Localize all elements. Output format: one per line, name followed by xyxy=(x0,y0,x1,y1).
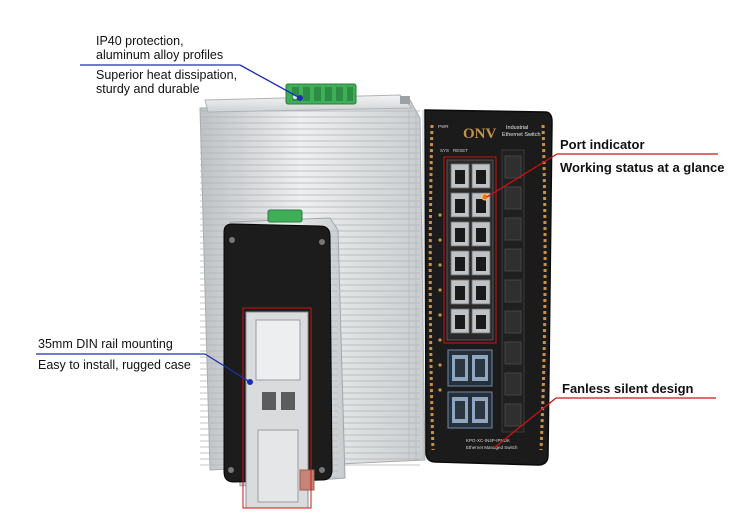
callout-ip40-line1: IP40 protection, xyxy=(96,34,184,48)
device-type-line2: Ethernet Switch xyxy=(502,132,541,138)
model-line2: Ethernet Managed Switch xyxy=(466,445,518,450)
device-type-line1: Industrial xyxy=(506,125,528,131)
power-terminal-block xyxy=(285,83,357,105)
din-rail-clip xyxy=(245,311,315,509)
callout-din-rail-subtitle: Easy to install, rugged case xyxy=(38,358,191,372)
callout-port-indicator-subtitle: Working status at a glance xyxy=(560,160,725,175)
rj45-port-group xyxy=(446,159,494,341)
ground-screw xyxy=(400,96,410,104)
callout-port-indicator-title: Port indicator xyxy=(560,137,645,152)
din-rail-highlight xyxy=(242,307,312,509)
callout-ip40-line2: aluminum alloy profiles xyxy=(96,48,224,62)
callout-din-rail-title: 35mm DIN rail mounting xyxy=(38,337,173,351)
power-label: PWR xyxy=(438,124,449,129)
brand-logo: ONV xyxy=(463,126,497,142)
right-port-column xyxy=(501,149,525,433)
port-indicator-highlight xyxy=(443,156,497,344)
callout-lines xyxy=(36,64,718,449)
model-line1: KPG-XC-IN4P-IPNDK xyxy=(466,438,510,443)
sfp-port-group xyxy=(447,349,493,429)
sys-label: SYS xyxy=(440,148,449,153)
callout-fanless-title: Fanless silent design xyxy=(562,381,694,396)
callout-heat-line1: Superior heat dissipation, xyxy=(96,68,238,82)
reset-label: RESET xyxy=(453,148,468,153)
din-rail-unit xyxy=(223,209,346,509)
callout-heat-line2: sturdy and durable xyxy=(96,82,200,96)
